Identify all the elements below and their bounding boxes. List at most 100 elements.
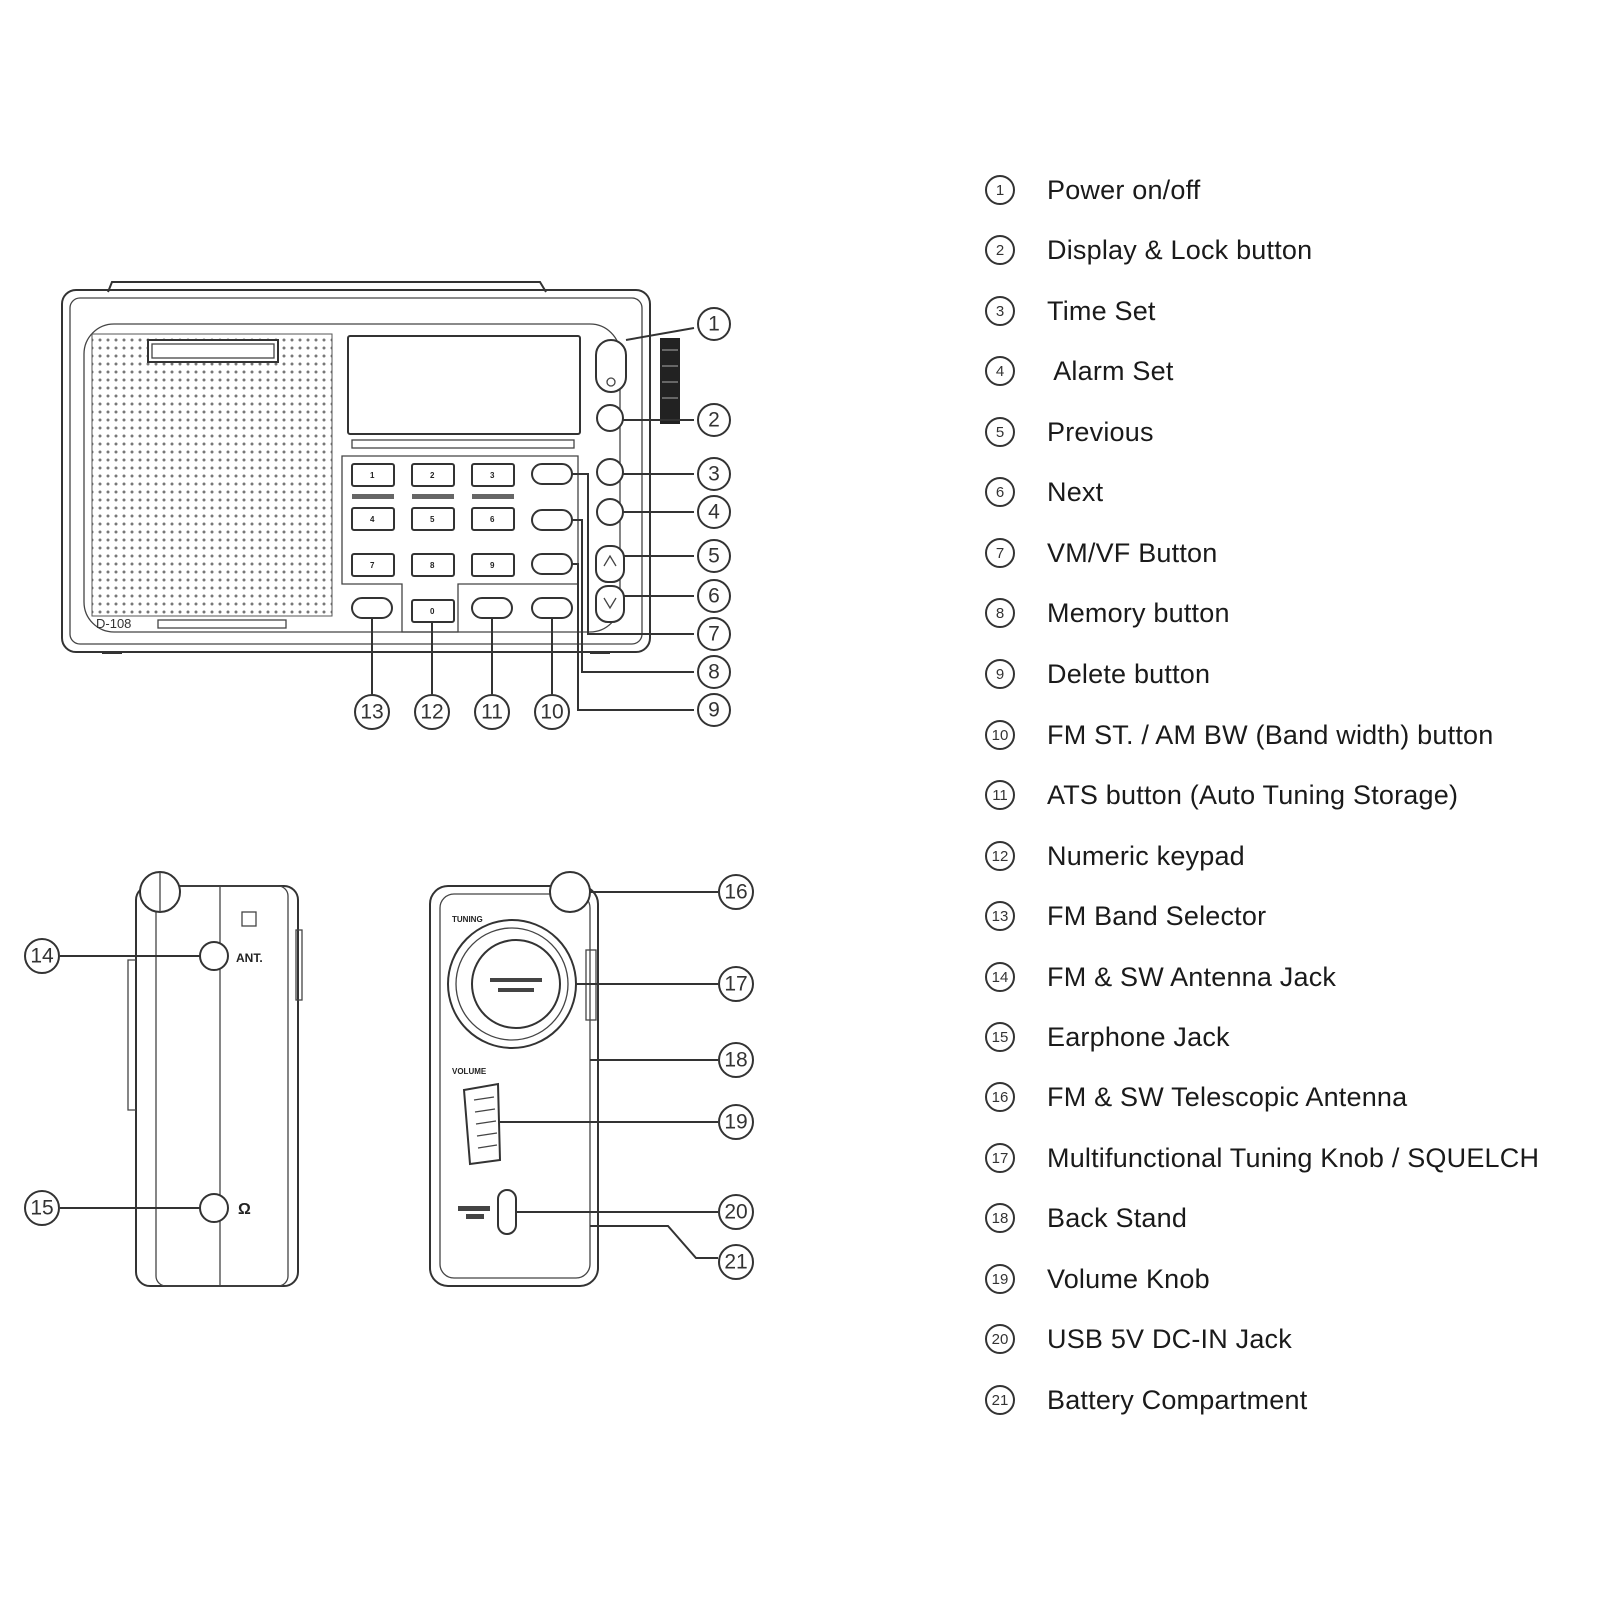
legend-number: 4	[985, 356, 1015, 386]
callout-19: 19	[718, 1104, 754, 1140]
key-2[interactable]: 2	[430, 471, 435, 480]
legend-number: 10	[985, 720, 1015, 750]
svg-text:13: 13	[360, 701, 383, 724]
key-7[interactable]: 7	[370, 561, 375, 570]
legend-label: Alarm Set	[1047, 355, 1174, 386]
svg-text:6: 6	[708, 585, 720, 608]
svg-text:14: 14	[30, 945, 54, 968]
callout-5: 5	[697, 539, 731, 573]
legend-item: 2 Display & Lock button	[985, 230, 1312, 270]
legend-label: Display & Lock button	[1047, 234, 1313, 265]
delete-button[interactable]	[531, 553, 573, 575]
legend-label: Battery Compartment	[1047, 1384, 1308, 1415]
callout-15: 15	[24, 1190, 60, 1226]
telescopic-antenna	[549, 871, 591, 913]
key-3[interactable]: 3	[490, 471, 495, 480]
brand-plate	[147, 339, 279, 363]
display-lock-button[interactable]	[596, 404, 624, 432]
svg-text:3: 3	[708, 463, 720, 486]
legend-label: ATS button (Auto Tuning Storage)	[1047, 779, 1459, 810]
legend-number: 1	[985, 175, 1015, 205]
legend-number: 13	[985, 901, 1015, 931]
callout-7: 7	[697, 617, 731, 651]
power-button[interactable]	[595, 339, 627, 393]
legend-label: FM & SW Antenna Jack	[1047, 961, 1337, 992]
callout-9: 9	[697, 693, 731, 727]
callout-11: 11	[474, 694, 510, 730]
legend-label: Earphone Jack	[1047, 1021, 1230, 1052]
legend-number: 16	[985, 1082, 1015, 1112]
usb-dc-in-jack[interactable]	[497, 1189, 517, 1235]
callout-17: 17	[718, 966, 754, 1002]
key-4[interactable]: 4	[370, 515, 375, 524]
key-5[interactable]: 5	[430, 515, 435, 524]
legend-number: 11	[985, 780, 1015, 810]
key-8[interactable]: 8	[430, 561, 435, 570]
callout-2: 2	[697, 403, 731, 437]
legend-number: 15	[985, 1022, 1015, 1052]
memory-button[interactable]	[531, 509, 573, 531]
speaker-grille	[91, 333, 333, 617]
legend-label: Multifunctional Tuning Knob / SQUELCH	[1047, 1142, 1540, 1173]
legend-label: Next	[1047, 476, 1104, 507]
radio-body	[61, 289, 651, 653]
svg-text:8: 8	[708, 661, 720, 684]
time-set-button[interactable]	[596, 458, 624, 486]
legend-label: Time Set	[1047, 295, 1156, 326]
svg-text:4: 4	[708, 501, 720, 524]
legend-number: 14	[985, 962, 1015, 992]
legend-label: FM Band Selector	[1047, 900, 1267, 931]
legend-number: 18	[985, 1203, 1015, 1233]
svg-text:1: 1	[708, 313, 720, 336]
left-side-view: ANT. Ω 14 15	[24, 871, 303, 1287]
legend-label: USB 5V DC-IN Jack	[1047, 1323, 1292, 1354]
svg-text:5: 5	[708, 545, 720, 568]
ant-label: ANT.	[236, 951, 263, 965]
volume-knob[interactable]	[462, 1082, 502, 1166]
callout-16: 16	[718, 874, 754, 910]
earphone-jack[interactable]	[199, 1193, 229, 1223]
fm-st-am-bw-button[interactable]	[531, 597, 573, 619]
svg-text:10: 10	[540, 701, 563, 724]
callout-21: 21	[718, 1244, 754, 1280]
vm-vf-button[interactable]	[531, 463, 573, 485]
legend-label: VM/VF Button	[1047, 537, 1218, 568]
callout-14: 14	[24, 938, 60, 974]
legend-number: 7	[985, 538, 1015, 568]
fm-band-selector-button[interactable]	[351, 597, 393, 619]
legend-item: 11 ATS button (Auto Tuning Storage)	[985, 775, 1458, 815]
svg-text:9: 9	[708, 699, 720, 722]
legend-number: 2	[985, 235, 1015, 265]
key-0[interactable]: 0	[430, 607, 435, 616]
svg-text:2: 2	[708, 409, 720, 432]
key-9[interactable]: 9	[490, 561, 495, 570]
callout-3: 3	[697, 457, 731, 491]
key-6[interactable]: 6	[490, 515, 495, 524]
legend-label: Delete button	[1047, 658, 1211, 689]
legend-label: Volume Knob	[1047, 1263, 1210, 1294]
legend-label: Numeric keypad	[1047, 840, 1245, 871]
svg-text:18: 18	[724, 1049, 747, 1072]
callout-10: 10	[534, 694, 570, 730]
svg-text:19: 19	[724, 1111, 747, 1134]
legend-number: 9	[985, 659, 1015, 689]
next-button[interactable]	[595, 585, 625, 623]
callout-12: 12	[414, 694, 450, 730]
tuning-label: TUNING	[452, 915, 483, 924]
callout-18: 18	[718, 1042, 754, 1078]
numeric-keypad[interactable]: 1 2 3 4 5 6 7 8 9 0	[351, 463, 515, 623]
ats-button[interactable]	[471, 597, 513, 619]
previous-button[interactable]	[595, 545, 625, 583]
antenna-jack[interactable]	[199, 941, 229, 971]
alarm-set-button[interactable]	[596, 498, 624, 526]
callout-4: 4	[697, 495, 731, 529]
key-1[interactable]: 1	[370, 471, 375, 480]
